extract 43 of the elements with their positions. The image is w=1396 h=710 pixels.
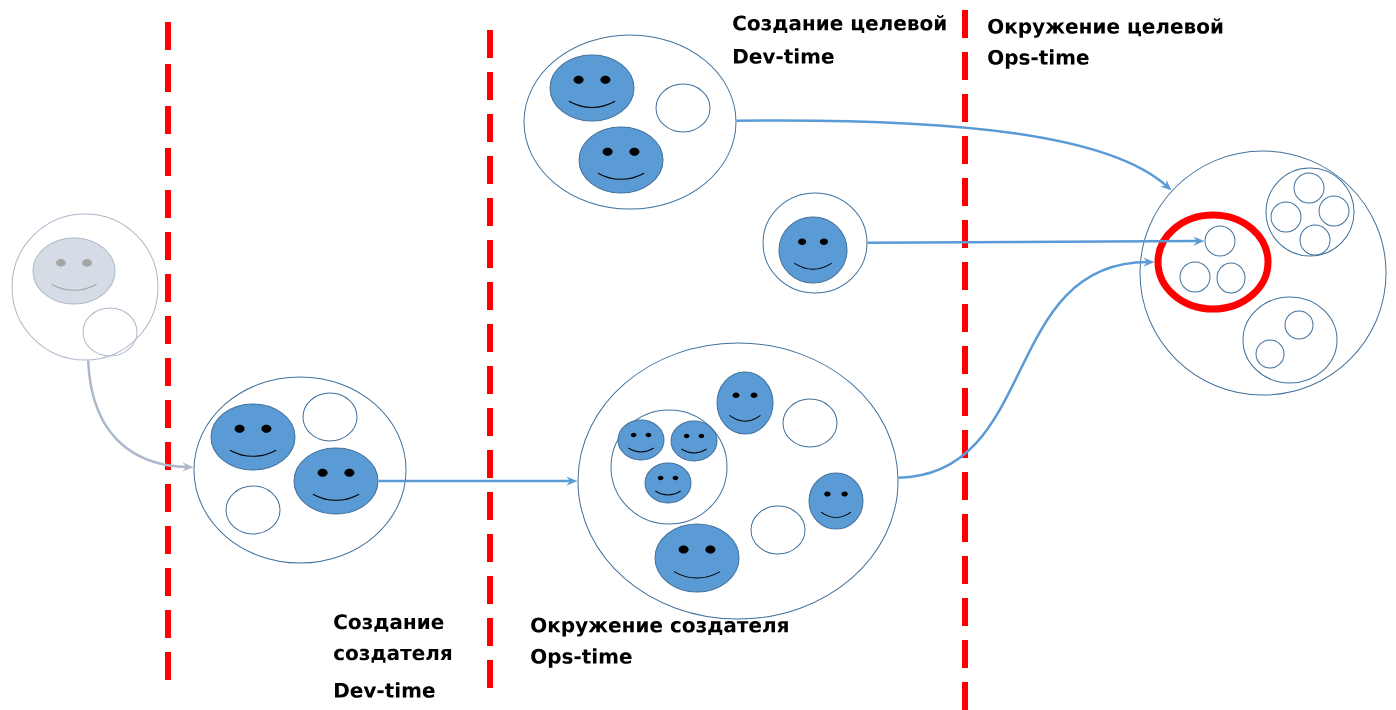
smiley-face: [32, 237, 116, 305]
smiley-face: [670, 420, 718, 462]
circle: [1299, 224, 1331, 256]
circle: [82, 307, 138, 357]
circle: [1216, 262, 1246, 294]
circle: [1284, 310, 1314, 340]
circle: [1318, 195, 1350, 227]
phase-label: Окружение создателя: [531, 617, 788, 637]
circle: [193, 376, 407, 564]
smiley-face: [808, 472, 864, 530]
smiley-face: [716, 371, 774, 435]
phase-label: Окружение целевой: [988, 18, 1223, 38]
circle: [655, 83, 711, 133]
circle: [1265, 167, 1355, 257]
circle: [1293, 172, 1325, 204]
circle: [1204, 225, 1236, 257]
circle: [762, 192, 868, 294]
smiley-face: [293, 447, 379, 515]
circle: [1270, 201, 1302, 233]
highlight-circle: [1154, 211, 1272, 313]
smiley-face: [778, 216, 848, 284]
circle: [1139, 150, 1387, 396]
circle: [1179, 261, 1211, 293]
circle: [610, 409, 728, 525]
circle: [1255, 339, 1285, 369]
phase-label: Ops-time: [988, 49, 1089, 69]
phase-label: Ops-time: [531, 648, 632, 668]
circle: [302, 392, 358, 442]
smiley-face: [617, 419, 665, 461]
smiley-face: [578, 126, 664, 194]
phase-label: Dev-time: [335, 682, 435, 698]
phase-label: Dev-time: [734, 48, 834, 64]
circle: [225, 485, 281, 535]
circle: [11, 213, 159, 361]
smiley-face: [644, 462, 692, 504]
smiley-face: [654, 523, 740, 593]
phase-label: Создание создателя: [334, 614, 452, 663]
phase-label: Создание целевой: [733, 15, 946, 34]
circle: [750, 505, 806, 555]
smiley-face: [549, 54, 635, 122]
smiley-face: [210, 403, 296, 471]
circle: [1242, 296, 1338, 384]
circle: [782, 398, 838, 448]
